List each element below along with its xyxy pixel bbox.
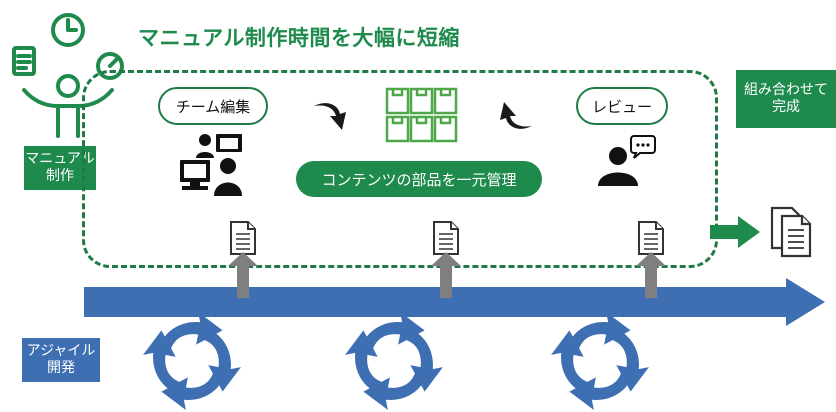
- manual-worker-icon: [6, 6, 130, 138]
- reviewer-icon: [596, 134, 656, 188]
- cycle-arrows-icon: [140, 310, 244, 412]
- combine-complete-label: 組み合わせて 完成: [736, 70, 836, 128]
- up-arrow: [431, 252, 461, 298]
- cycle-arrows-icon: [548, 310, 652, 412]
- green-right-arrow: [710, 214, 760, 250]
- curved-arrow-icon: [498, 100, 534, 132]
- cycle-arrows-icon: [342, 310, 446, 412]
- team-edit-pill: チーム編集: [158, 87, 268, 125]
- modules-grid-icon: [384, 86, 460, 144]
- document-icon: [431, 220, 461, 256]
- document-icon: [636, 220, 666, 256]
- agile-development-label: アジャイル 開発: [22, 338, 100, 382]
- review-pill: レビュー: [576, 87, 668, 125]
- up-arrow: [636, 252, 666, 298]
- manual-production-region: [82, 70, 718, 268]
- content-management-pill: コンテンツの部品を一元管理: [296, 161, 542, 197]
- team-computers-icon: [176, 132, 246, 198]
- document-icon: [228, 220, 258, 256]
- agile-timeline-arrow: [84, 278, 826, 326]
- up-arrow: [228, 252, 258, 298]
- combined-documents-icon: [768, 204, 818, 260]
- curved-arrow-icon: [312, 100, 348, 132]
- headline: マニュアル制作時間を大幅に短縮: [138, 26, 460, 50]
